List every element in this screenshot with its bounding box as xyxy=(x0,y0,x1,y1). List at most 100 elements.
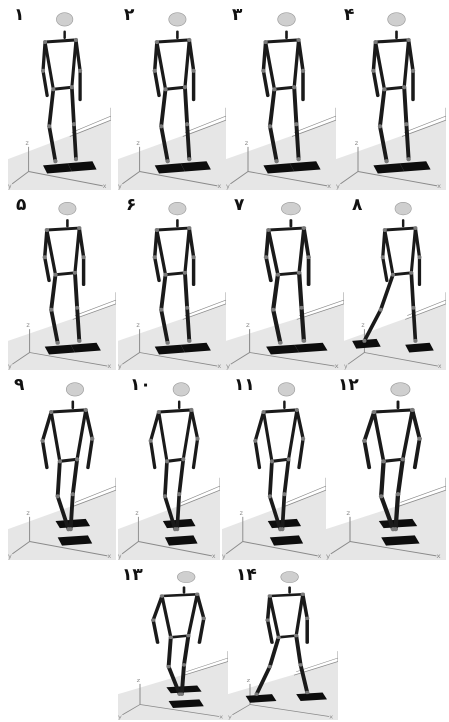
y-axis-label: y xyxy=(8,183,12,190)
joint xyxy=(202,617,206,620)
link-segment xyxy=(384,87,404,89)
link-segment xyxy=(294,87,296,124)
joint xyxy=(282,492,286,496)
link-segment xyxy=(171,636,189,638)
joint xyxy=(155,40,159,44)
joint xyxy=(253,439,257,443)
joint xyxy=(47,124,51,128)
joint xyxy=(296,157,300,161)
link-segment xyxy=(380,89,384,126)
joint xyxy=(382,87,386,91)
frame-13: ۱۳zxy xyxy=(118,565,228,720)
joint xyxy=(379,308,383,312)
joint xyxy=(185,122,189,126)
link-segment xyxy=(185,273,187,308)
link-segment xyxy=(274,87,294,89)
joint xyxy=(262,410,266,414)
joint xyxy=(381,459,386,463)
joint xyxy=(163,87,167,91)
link-segment xyxy=(155,71,159,96)
joint xyxy=(265,618,269,621)
joint xyxy=(43,255,47,259)
joint xyxy=(299,306,304,310)
joint xyxy=(305,691,309,694)
robot-illustration: zxy xyxy=(8,375,116,560)
link-segment xyxy=(58,461,60,496)
link-segment xyxy=(404,87,406,124)
joint xyxy=(183,85,187,89)
joint xyxy=(372,410,377,414)
link-segment xyxy=(199,618,203,642)
y-axis-label: y xyxy=(118,553,122,560)
joint xyxy=(155,228,159,232)
robot-illustration: zxy xyxy=(326,375,446,560)
robot-head xyxy=(56,13,72,26)
link-segment xyxy=(188,594,197,635)
z-axis-label: z xyxy=(135,510,138,517)
link-segment xyxy=(159,410,192,412)
joint xyxy=(417,255,421,259)
link-segment xyxy=(155,42,157,71)
link-segment xyxy=(415,228,419,257)
link-segment xyxy=(45,230,47,257)
link-segment xyxy=(51,410,86,412)
link-segment xyxy=(165,461,167,496)
link-segment xyxy=(51,412,60,461)
link-segment xyxy=(75,273,77,308)
link-segment xyxy=(304,228,309,257)
link-segment xyxy=(412,410,419,439)
joint xyxy=(191,255,195,259)
floor-plane xyxy=(8,304,116,370)
joint xyxy=(56,341,60,345)
link-segment xyxy=(270,461,272,496)
link-segment xyxy=(183,410,191,459)
link-segment xyxy=(187,308,189,341)
frame-1: ۱zxy xyxy=(8,5,111,190)
link-segment xyxy=(184,636,188,665)
link-segment xyxy=(266,230,268,257)
link-segment xyxy=(373,71,377,96)
link-segment xyxy=(153,596,162,620)
link-segment xyxy=(282,494,284,529)
joint xyxy=(264,255,269,259)
floor-plane xyxy=(226,304,344,370)
link-segment xyxy=(43,412,52,441)
robot-illustration: zxy xyxy=(8,195,116,370)
joint xyxy=(276,273,281,277)
link-segment xyxy=(47,228,79,230)
joint xyxy=(163,273,167,277)
link-segment xyxy=(374,412,384,461)
frame-label: ۱۲ xyxy=(338,377,359,394)
link-segment xyxy=(273,275,278,310)
joint xyxy=(160,594,164,597)
link-segment xyxy=(53,87,72,89)
link-segment xyxy=(396,494,398,529)
link-segment xyxy=(255,412,263,441)
robot-illustration: zxy xyxy=(118,375,220,560)
x-axis-label: x xyxy=(107,363,111,370)
link-segment xyxy=(299,273,301,308)
y-axis-label: y xyxy=(344,363,348,370)
link-segment xyxy=(278,273,299,275)
link-segment xyxy=(43,42,45,71)
link-segment xyxy=(413,308,415,341)
link-segment xyxy=(279,636,297,638)
joint xyxy=(71,492,75,496)
link-segment xyxy=(364,412,374,441)
robot-head xyxy=(281,571,299,582)
joint xyxy=(195,593,199,596)
frame-label: ۹ xyxy=(14,377,24,394)
joint xyxy=(305,617,309,620)
joint xyxy=(191,69,195,73)
joint xyxy=(379,494,384,498)
z-axis-label: z xyxy=(240,510,243,517)
joint xyxy=(81,255,85,259)
link-segment xyxy=(51,275,55,310)
y-axis-label: y xyxy=(326,552,330,559)
joint xyxy=(268,594,272,597)
frame-7: ۷zxy xyxy=(226,195,344,370)
link-segment xyxy=(296,636,300,665)
